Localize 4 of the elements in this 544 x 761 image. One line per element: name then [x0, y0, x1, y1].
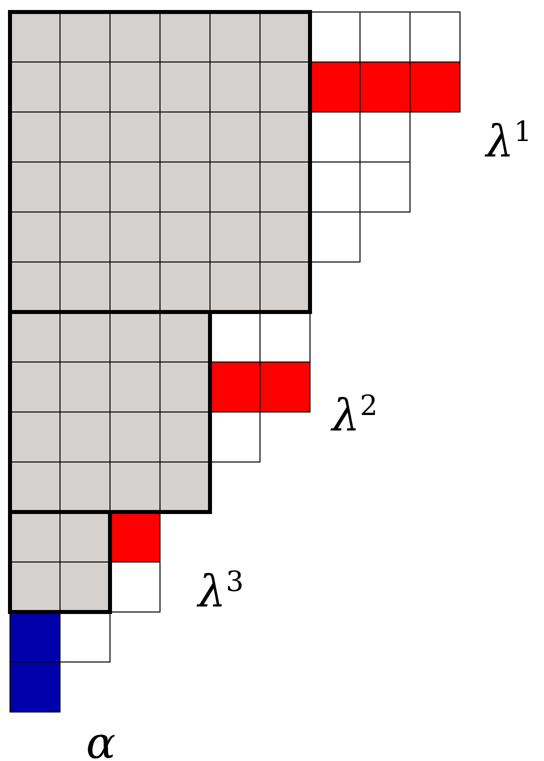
math-label: α [86, 722, 116, 761]
math-label: λ$^{2}$ [332, 392, 378, 439]
math-label: λ$^{1}$ [486, 118, 532, 165]
math-label: λ$^{3}$ [198, 568, 244, 615]
